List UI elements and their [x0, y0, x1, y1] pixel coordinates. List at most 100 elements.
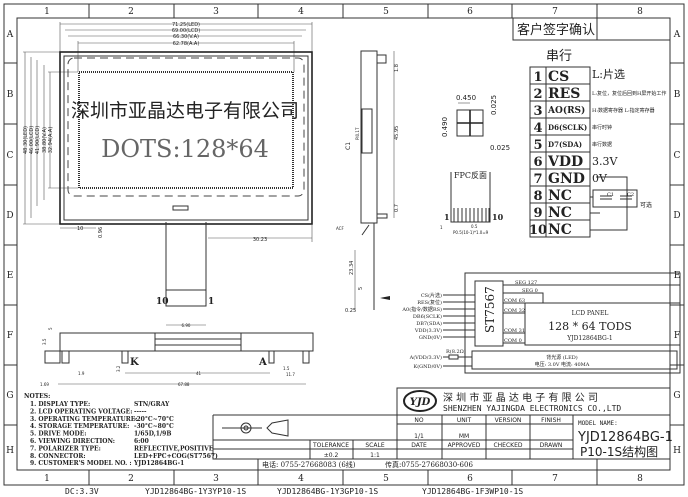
- dim-label: 41.90(LCD): [35, 126, 41, 154]
- dim-label: 23.34: [349, 261, 355, 275]
- note-value: 1/65D,1/9B: [134, 431, 171, 438]
- note-label: 4. STORAGE TEMPERATURE:: [30, 423, 129, 430]
- signal-label: DB7(SDA): [416, 320, 442, 327]
- dim-label: 41: [196, 371, 202, 376]
- note-value: REFLECTIVE,POSITIVE: [134, 445, 214, 452]
- unit-label: UNIT: [457, 417, 472, 424]
- dim-label: 6.90: [182, 323, 191, 328]
- row-label: C: [674, 151, 681, 161]
- pin-description: 串行数据: [592, 141, 612, 148]
- version-label: VERSION: [495, 417, 522, 424]
- panel-resolution: 128 * 64 TODS: [548, 320, 632, 333]
- dim-label: 67.88: [178, 382, 190, 387]
- date-label: DATE: [411, 442, 427, 449]
- row-label: B: [674, 90, 681, 100]
- fpc-reverse-title: FPC反面: [454, 170, 487, 180]
- com-label: COM 0: [504, 338, 522, 344]
- note-label: 3. OPERATING TEMPERATURE:: [30, 416, 138, 423]
- dim-label: 69.00(LCD): [172, 28, 200, 34]
- pin-name: CS: [548, 69, 569, 85]
- finish-label: FINISH: [541, 417, 561, 424]
- row-label: H: [6, 446, 14, 456]
- stiffener-label: PI0.1T: [355, 127, 360, 140]
- c1-label: C1: [345, 142, 352, 150]
- tolerance-label: TOLERANCE: [312, 442, 349, 449]
- dim-label: 0.25: [345, 308, 356, 314]
- col-label: 5: [383, 7, 389, 17]
- col-label: 6: [467, 7, 473, 17]
- row-label: E: [7, 271, 14, 281]
- col-label: 1: [44, 7, 50, 17]
- col-label: 4: [298, 474, 304, 484]
- pin-number: 7: [533, 172, 542, 187]
- unit-value: MM: [459, 433, 469, 440]
- block-diagram: ST7567 CS(片选) RES(复位) A0(指令/数据RS) DB6(SC…: [401, 272, 681, 374]
- col-label: 4: [298, 7, 304, 17]
- pin-number: 6: [533, 155, 542, 170]
- dim-label: 0.96: [98, 227, 104, 238]
- backlight-cathode: K(GND/0V): [414, 363, 443, 370]
- pin-description: 0V: [592, 172, 608, 185]
- row-label: D: [6, 211, 13, 221]
- fpc-side: 1: [440, 225, 443, 230]
- row-label: F: [674, 331, 680, 341]
- module-outline: [59, 51, 313, 225]
- dim-label: 0.7: [394, 204, 400, 212]
- fpc-tail: [165, 222, 207, 307]
- drawn-label: DRAWN: [540, 442, 563, 449]
- row-label: F: [7, 331, 13, 341]
- seg-label: SEG 0: [522, 288, 538, 294]
- row-label: A: [6, 30, 14, 40]
- com-label: COM 31: [504, 328, 525, 334]
- company-name-en: SHENZHEN YAJINGDA ELECTRONICS CO.,LTD: [443, 404, 621, 413]
- company-logo-letters: YJD: [410, 397, 431, 408]
- approved-label: APPROVED: [448, 442, 481, 449]
- dim-label: 3.5: [42, 338, 47, 345]
- no-value: 1/1: [414, 433, 424, 440]
- note-value: 6:00: [134, 438, 149, 445]
- backlight-anode: A(VDD/3.3V): [409, 354, 442, 361]
- note-label: 6. VIEWING DIRECTION:: [30, 438, 115, 445]
- row-label: D: [673, 211, 680, 221]
- footer-variant: YJD12864BG-1Y3YP10-1S: [145, 487, 246, 496]
- scale-label: SCALE: [365, 442, 384, 449]
- signal-label: CS(片选): [421, 292, 442, 299]
- note-label: 8. CONNECTOR:: [30, 453, 86, 460]
- viewing-area: [67, 57, 305, 197]
- row-label: G: [673, 391, 680, 401]
- active-area: [78, 71, 294, 189]
- dim-label: 11.7: [286, 372, 295, 377]
- signature-box: [512, 17, 671, 41]
- dim-label: 1.8: [394, 64, 400, 72]
- model-label: MODEL NAME:: [578, 420, 618, 427]
- pin-description: 串行时钟: [592, 124, 612, 131]
- pin-number: 10: [529, 223, 547, 238]
- signature-label: 客户签字确认: [517, 22, 595, 38]
- dim-label: 46.00(LCD): [29, 126, 35, 154]
- fax: 传真:0755-27668030-606: [385, 460, 473, 469]
- col-label: 8: [637, 7, 643, 17]
- footer-variant: YJD12864BG-1F3WP10-1S: [422, 487, 523, 496]
- row-label: B: [7, 90, 14, 100]
- pin-number: 1: [533, 70, 542, 85]
- col-label: 5: [383, 474, 389, 484]
- pin-number: 2: [533, 87, 542, 102]
- pixel-gap: 0.025: [490, 144, 510, 152]
- col-label: 7: [552, 474, 558, 484]
- note-value: -30°C~80°C: [134, 423, 174, 430]
- dim-label: 30.23: [253, 237, 267, 243]
- pin-number: 4: [533, 121, 542, 136]
- panel-title: LCD PANEL: [572, 310, 609, 317]
- pin-number: 9: [533, 206, 542, 221]
- panel-model: YJD12864BG-1: [566, 335, 613, 342]
- pin-name: AO(RS): [547, 105, 585, 116]
- footer: DC:3.3V YJD12864BG-1Y3YP10-1S YJD12864BG…: [65, 487, 523, 496]
- pin-description: 3.3V: [592, 155, 618, 168]
- row-label: A: [673, 30, 681, 40]
- signal-label: RES(复位): [417, 299, 442, 306]
- pin-description: H:数据寄存器 L:指定寄存器: [592, 107, 655, 114]
- row-labels: A B C D E F G H A B C D E F G H: [6, 30, 681, 456]
- tolerance-value: ±0.2: [324, 452, 339, 459]
